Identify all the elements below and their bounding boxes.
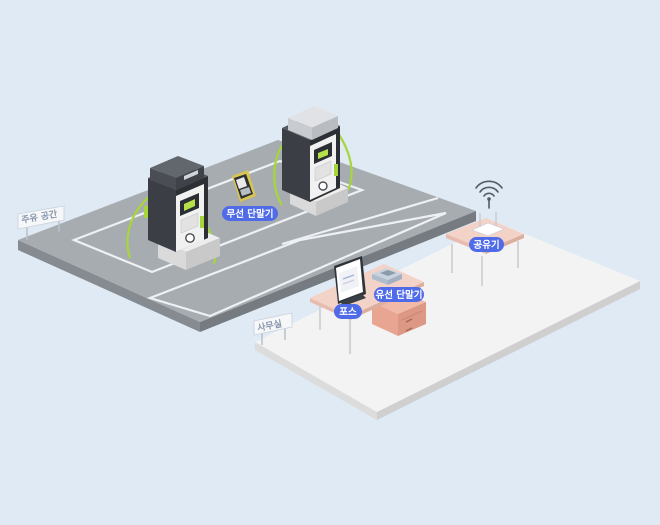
wifi-signal-icon <box>475 180 503 209</box>
wired-terminal-device <box>372 268 402 285</box>
fuel-slab-side-left <box>18 240 200 332</box>
svg-text:무선 단말기: 무선 단말기 <box>226 208 273 220</box>
office-slab-side-right <box>377 281 640 420</box>
label-wireless-terminal: 무선 단말기 <box>222 206 278 221</box>
label-pos: 포스 <box>334 304 362 319</box>
fuel-slab-top <box>18 140 476 322</box>
label-router: 공유기 <box>469 237 504 252</box>
office-area <box>255 222 640 420</box>
svg-text:공유기: 공유기 <box>473 239 499 251</box>
office-slab-side-left <box>255 342 377 420</box>
wireless-terminal-device <box>232 170 256 202</box>
fuel-dispenser-1 <box>126 156 220 270</box>
pos-device <box>334 256 366 306</box>
router-table <box>446 180 524 286</box>
svg-text:포스: 포스 <box>339 307 357 318</box>
office-sign: 사무실 <box>253 312 293 345</box>
office-slab-top <box>255 222 640 412</box>
fuel-dispenser-2 <box>273 106 353 216</box>
svg-text:유선 단말기: 유선 단말기 <box>375 289 422 301</box>
dispenser-1-cable-left <box>126 195 151 259</box>
router-device <box>471 212 505 237</box>
parking-lines <box>71 159 447 318</box>
fuel-area-sign: 주유 공간 <box>17 205 65 240</box>
label-wired-terminal: 유선 단말기 <box>374 287 424 302</box>
